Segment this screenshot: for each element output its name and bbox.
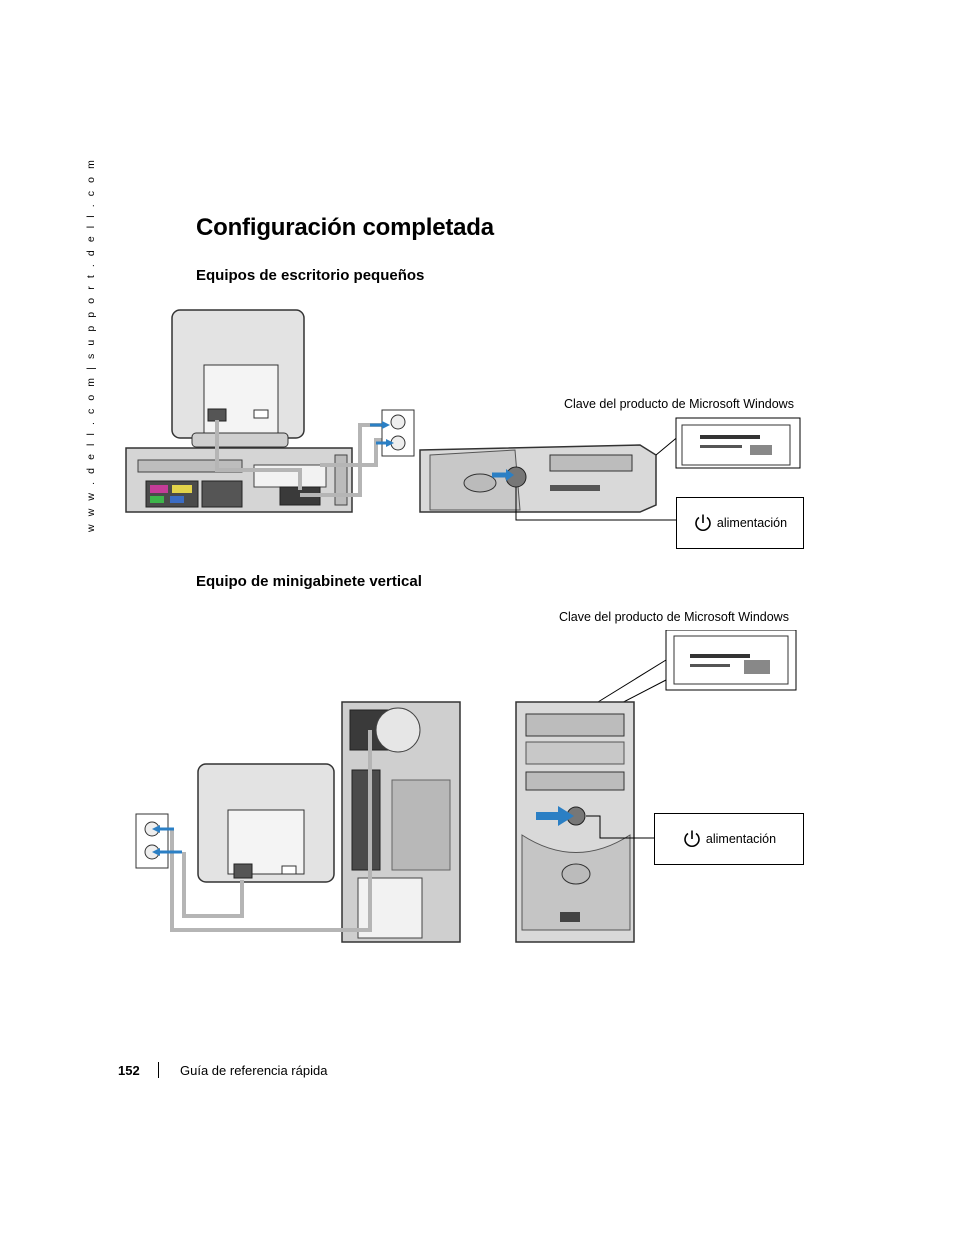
monitor-back: [197, 763, 335, 883]
power-icon: [695, 514, 711, 531]
product-key-label: [675, 417, 801, 469]
power-callout-2: alimentación: [654, 813, 804, 865]
wall-outlet: [135, 813, 169, 869]
power-callout-1: alimentación: [676, 497, 804, 549]
section-heading-mini-tower: Equipo de minigabinete vertical: [196, 573, 422, 590]
arrow-icon: [152, 825, 160, 833]
power-label-1: alimentación: [716, 516, 788, 530]
section-heading-small-desktop: Equipos de escritorio pequeños: [196, 267, 425, 284]
footer-title: Guía de referencia rápida: [180, 1063, 328, 1078]
tower-back: [341, 701, 461, 943]
product-key-caption-1: Clave del producto de Microsoft Windows: [564, 397, 794, 411]
product-key-caption-2: Clave del producto de Microsoft Windows: [559, 610, 789, 624]
power-label-2: alimentación: [705, 832, 777, 846]
sidebar-url: w w w . d e l l . c o m | s u p p o r t …: [85, 157, 97, 533]
small-desktop-illustration: [125, 309, 801, 521]
arrow-icon: [386, 439, 394, 447]
mini-tower-illustration: [135, 630, 797, 943]
page-title: Configuración completada: [196, 214, 494, 241]
power-icon: [684, 830, 700, 847]
small-desktop-front: [419, 444, 657, 513]
small-desktop-back: [125, 447, 353, 513]
wall-outlet: [381, 409, 415, 457]
arrow-icon: [152, 848, 160, 856]
product-key-label: [665, 630, 797, 691]
dell-logo-icon: [561, 863, 591, 885]
monitor-back: [171, 309, 305, 448]
footer-separator: [158, 1062, 159, 1078]
tower-front: [515, 701, 635, 943]
page-number: 152: [118, 1063, 140, 1078]
dell-logo-icon: [463, 473, 497, 493]
arrow-icon: [382, 421, 390, 429]
